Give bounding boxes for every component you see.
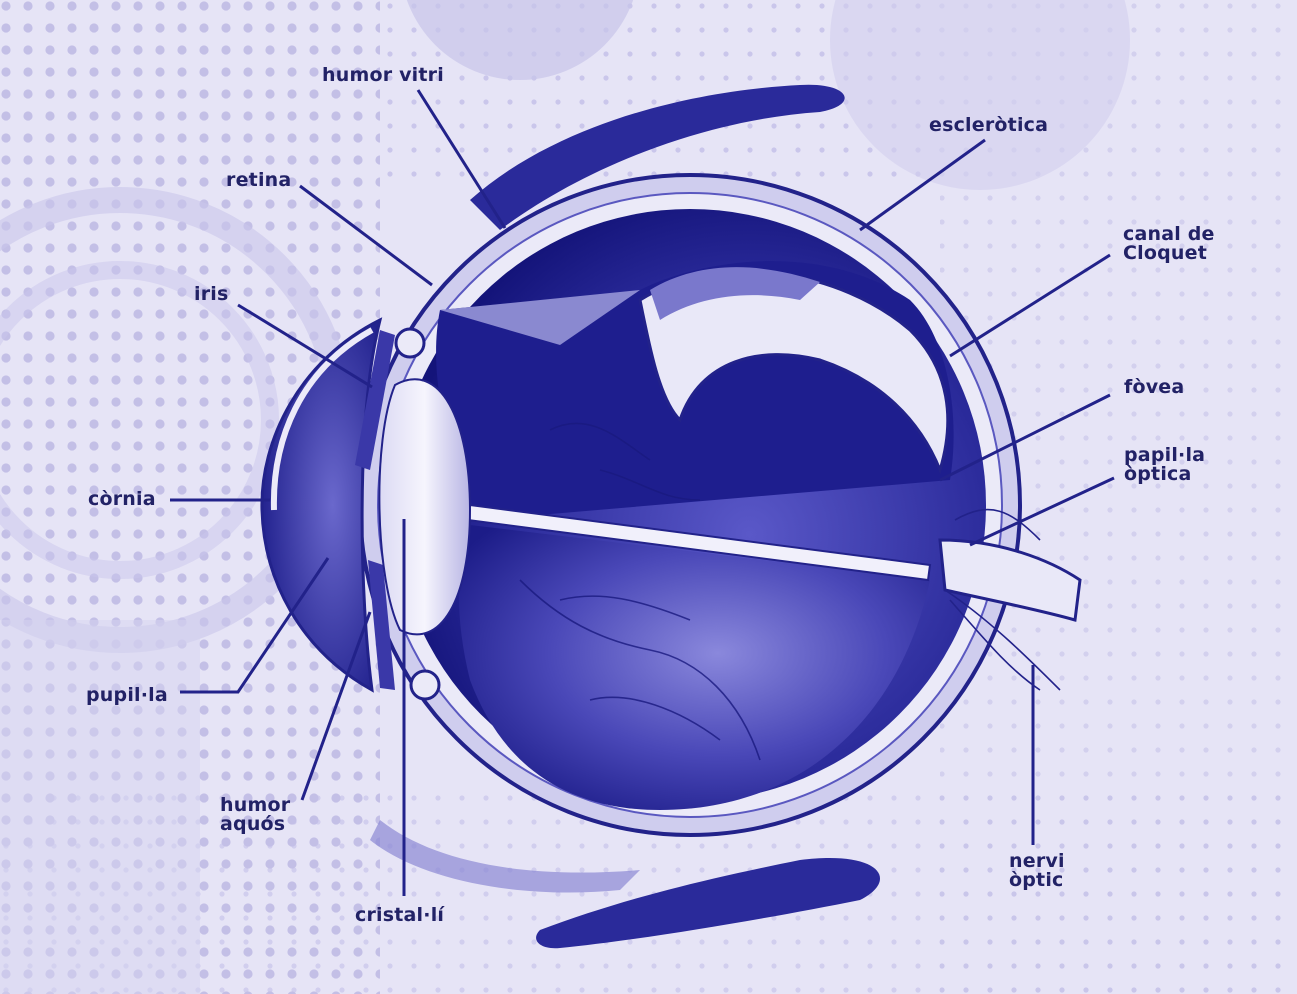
label-fovea: fòvea	[1124, 378, 1184, 397]
label-iris: iris	[194, 285, 229, 304]
label-retina: retina	[226, 171, 291, 190]
label-pupilla: pupil·la	[86, 686, 168, 705]
label-humor-vitri: humor vitri	[322, 66, 444, 85]
label-humor-aquos: humor aquós	[220, 796, 290, 834]
label-esclerotica: escleròtica	[929, 116, 1048, 135]
label-canal-de-cloquet: canal de Cloquet	[1123, 225, 1215, 263]
label-cristalli: cristal·lí	[355, 906, 444, 925]
label-cornia: còrnia	[88, 490, 156, 509]
label-papilla-optica: papil·la òptica	[1124, 446, 1205, 484]
label-nervi-optic: nervi òptic	[1009, 852, 1065, 890]
